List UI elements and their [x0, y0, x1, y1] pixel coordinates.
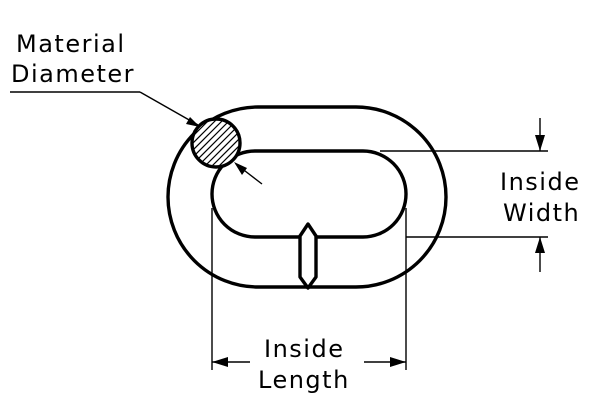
material-diameter-label-line1: Material	[16, 30, 126, 58]
material-diameter-label-line2: Diameter	[11, 60, 135, 88]
inside-length-label-line1: Inside	[264, 335, 344, 363]
weld-mark	[298, 222, 318, 290]
inside-width-label-line1: Inside	[500, 168, 580, 196]
material-diameter-leader	[10, 91, 263, 185]
inside-width-dimension	[380, 118, 548, 272]
inside-length-dimension	[211, 208, 407, 370]
wire-cross-section	[190, 117, 242, 169]
inside-length-label-line2: Length	[258, 366, 350, 394]
inside-width-label-line2: Width	[503, 199, 580, 227]
